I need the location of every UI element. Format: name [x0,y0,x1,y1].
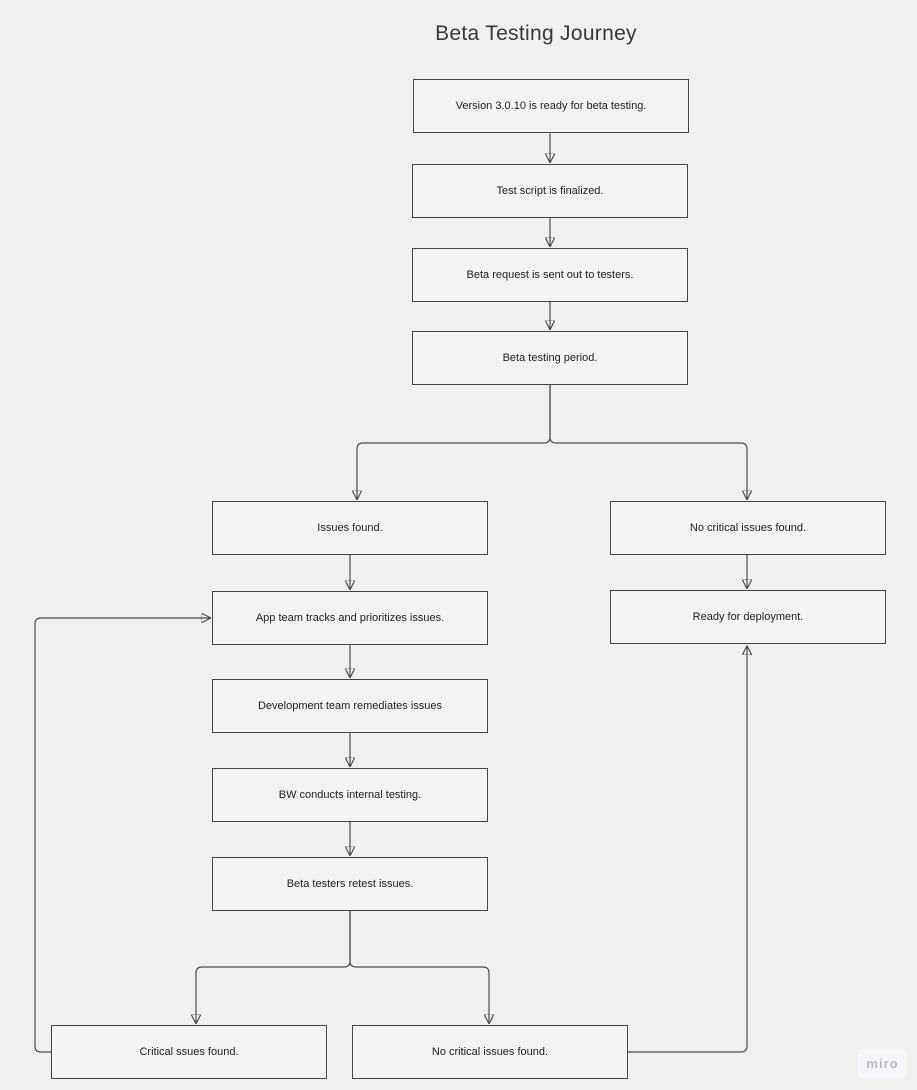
node-bw-testing[interactable]: BW conducts internal testing. [212,768,488,822]
node-beta-period[interactable]: Beta testing period. [412,331,688,385]
edge-retest-to-no-critical-bottom [349,911,489,1023]
node-critical-found[interactable]: Critical ssues found. [51,1025,327,1079]
node-dev-team[interactable]: Development team remediates issues [212,679,488,733]
node-no-critical-bottom[interactable]: No critical issues found. [352,1025,628,1079]
node-app-team[interactable]: App team tracks and prioritizes issues. [212,591,488,645]
edge-critical-found-loop-to-app-team [34,618,210,1053]
node-no-critical-top[interactable]: No critical issues found. [610,501,886,555]
node-issues-found[interactable]: Issues found. [212,501,488,555]
edge-beta-period-to-no-critical-top [549,385,747,499]
edge-no-critical-bottom-to-ready-deploy [628,647,747,1053]
miro-watermark-badge[interactable]: miro [858,1049,907,1078]
diagram-title: Beta Testing Journey [435,22,637,45]
edge-beta-period-to-issues-found [357,385,551,499]
node-beta-request[interactable]: Beta request is sent out to testers. [412,248,688,302]
node-retest[interactable]: Beta testers retest issues. [212,857,488,911]
edge-retest-to-critical-found [196,911,351,1023]
node-ready-deploy[interactable]: Ready for deployment. [610,590,886,644]
node-test-script[interactable]: Test script is finalized. [412,164,688,218]
node-version-ready[interactable]: Version 3.0.10 is ready for beta testing… [413,79,689,133]
